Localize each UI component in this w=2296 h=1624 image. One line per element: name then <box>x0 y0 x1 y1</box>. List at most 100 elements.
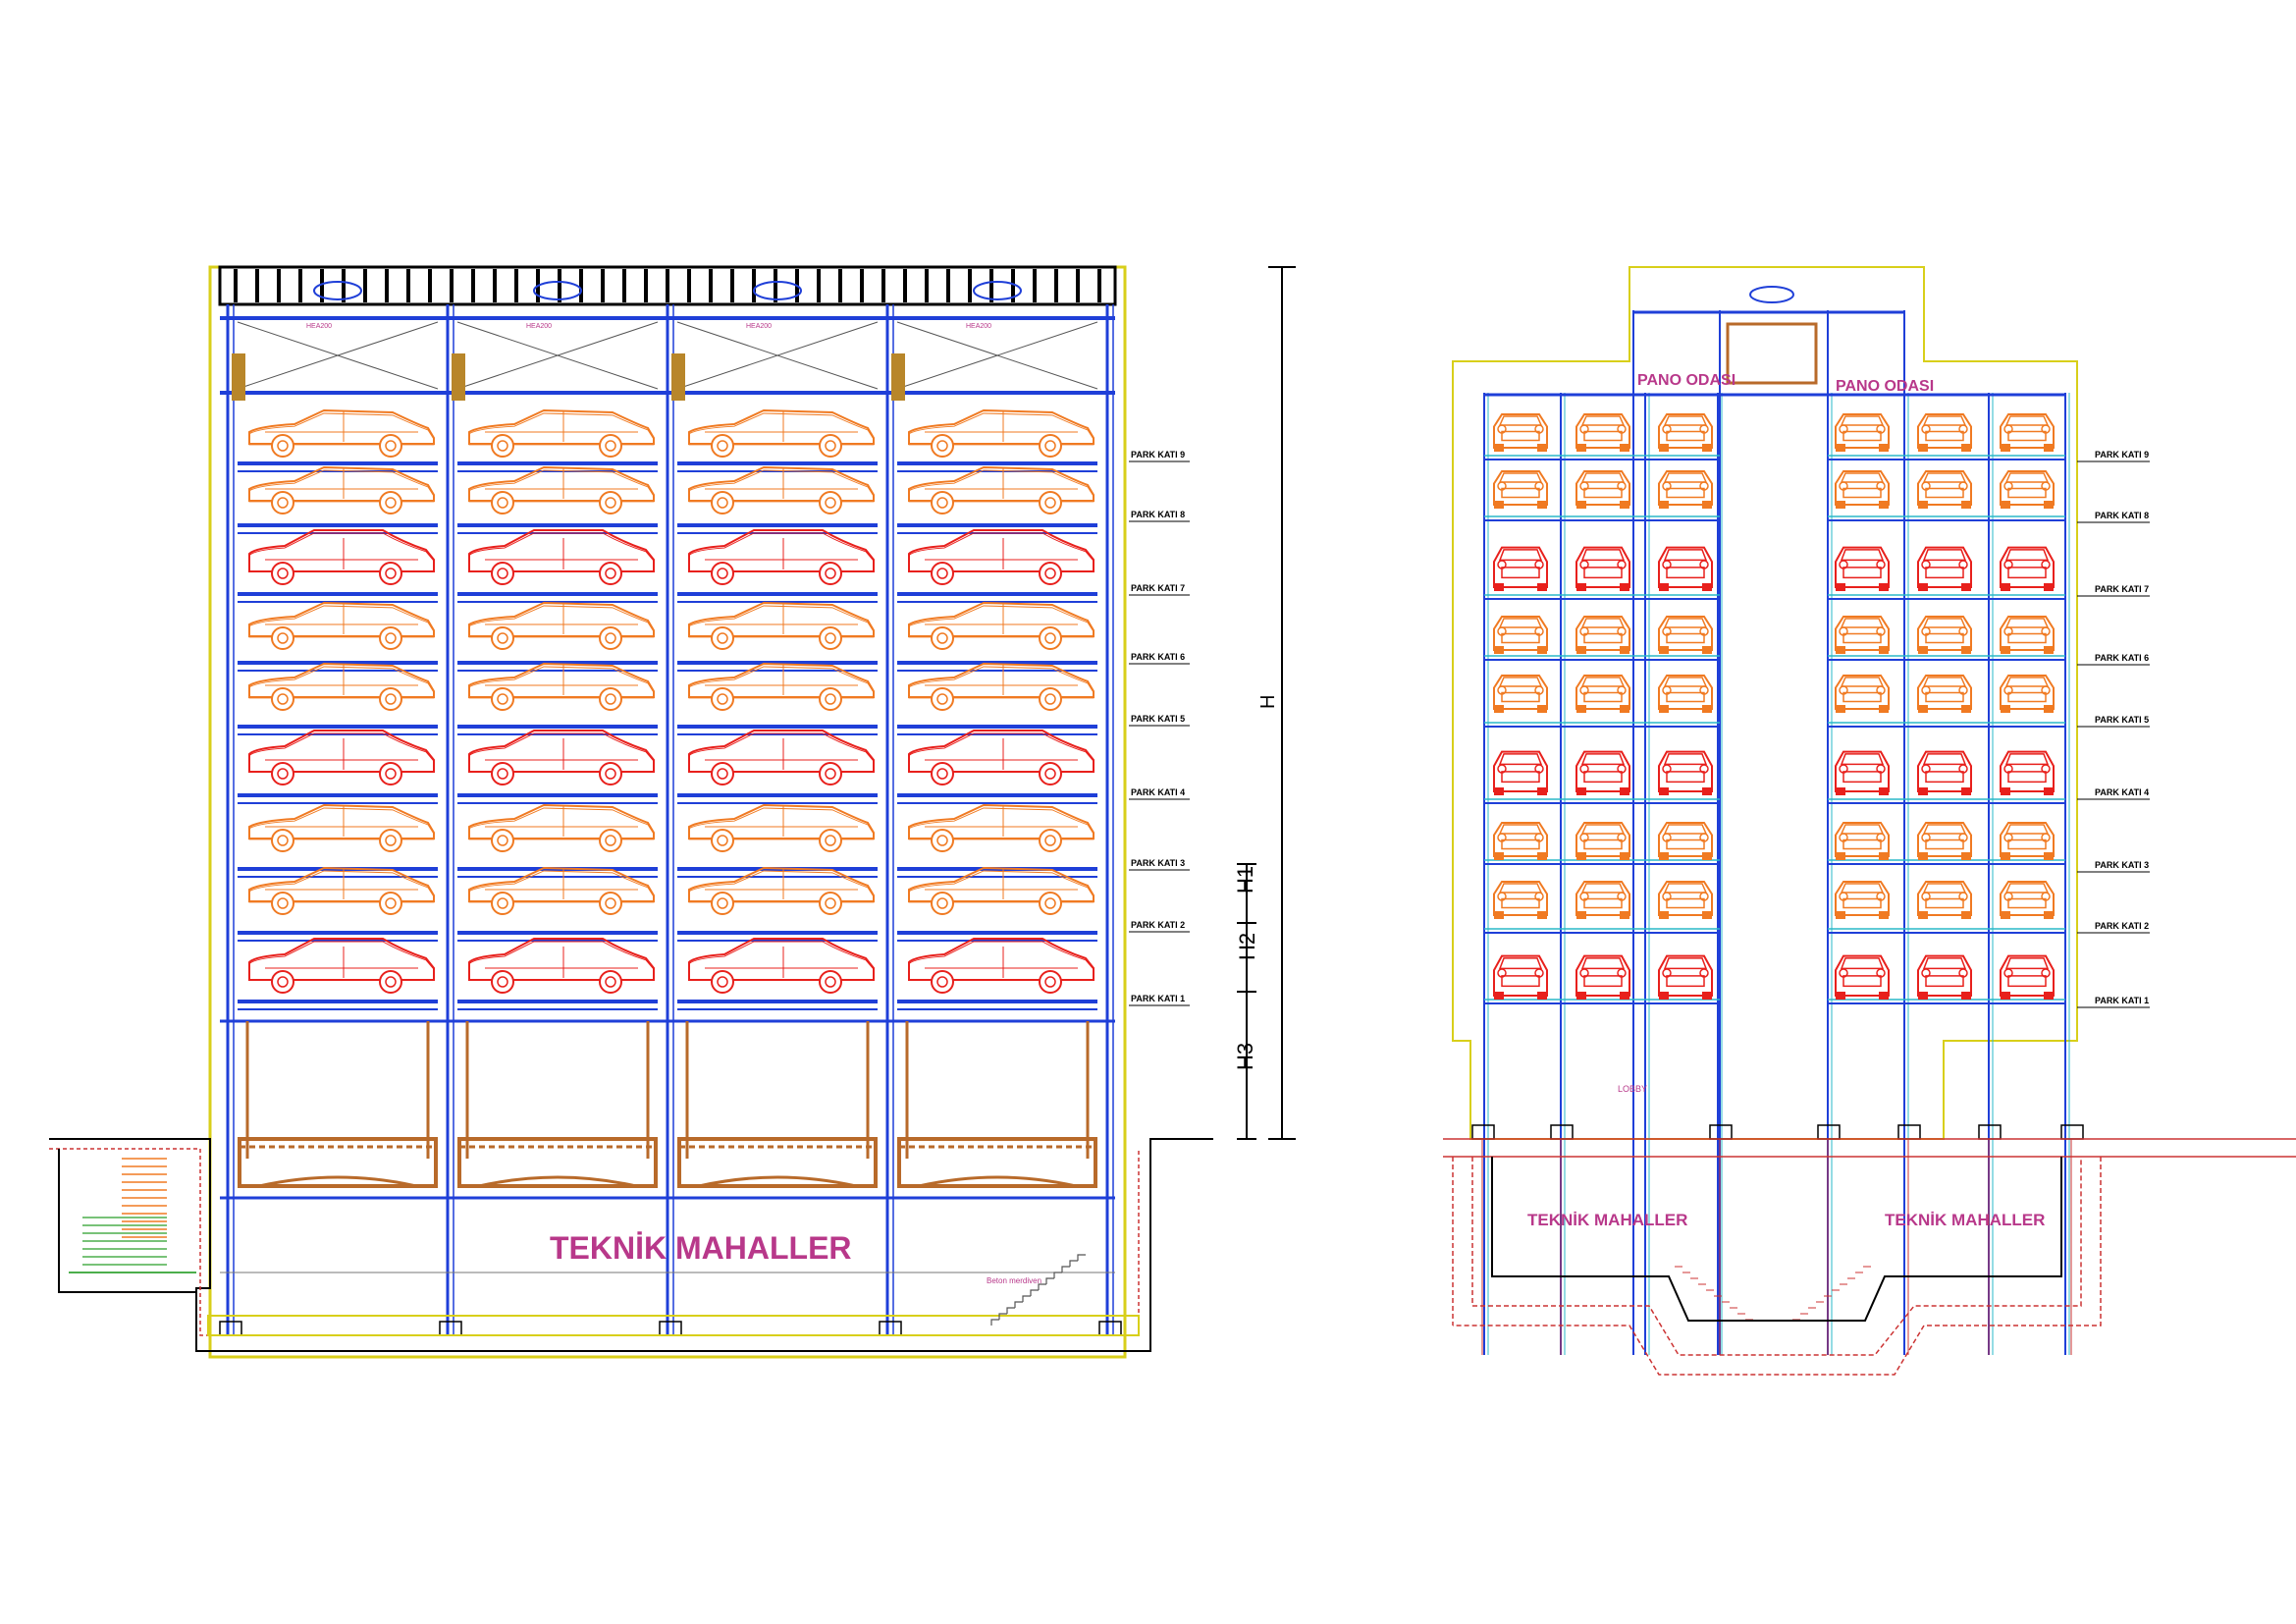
tire <box>1659 583 1669 591</box>
car-body-line <box>468 807 655 840</box>
floor-label: PARK KATI 3 <box>1131 858 1185 868</box>
car-wheel <box>491 762 514 785</box>
car-hub <box>936 897 948 909</box>
car-hub <box>277 976 289 988</box>
grille <box>1666 632 1705 644</box>
headlight <box>1579 424 1589 434</box>
tire <box>2001 583 2010 591</box>
car-front <box>1917 881 1972 919</box>
headlight <box>1579 968 1589 978</box>
left-basement <box>49 1138 1213 1352</box>
headlight <box>1958 424 1968 434</box>
car-hub <box>605 835 616 846</box>
headlight <box>1876 968 1886 978</box>
headlight <box>2041 481 2051 491</box>
grille <box>1842 632 1882 644</box>
windshield <box>2004 883 2050 893</box>
windshield <box>1663 883 1708 893</box>
headlight <box>1617 833 1627 842</box>
headlight <box>2003 833 2013 842</box>
tire <box>1620 583 1629 591</box>
grille <box>1583 487 1623 499</box>
windshield <box>2004 549 2050 562</box>
car-wheel <box>271 829 294 852</box>
car-body <box>468 730 655 773</box>
headlight <box>1839 764 1848 774</box>
car-body-line <box>688 870 875 903</box>
headlight <box>1534 685 1544 695</box>
car <box>688 465 875 514</box>
car-body-line <box>908 807 1095 840</box>
car-body-line <box>248 412 435 446</box>
car <box>468 408 655 458</box>
windshield <box>1663 472 1708 483</box>
car <box>248 465 435 514</box>
lift-arm <box>478 1175 637 1188</box>
grille <box>1842 771 1882 784</box>
tire <box>1537 852 1547 860</box>
tire <box>1494 646 1504 654</box>
car-front <box>1575 413 1630 452</box>
car-hub <box>825 693 836 705</box>
windshield <box>1498 677 1543 687</box>
tire <box>1918 992 1928 1000</box>
car-hub <box>936 497 948 509</box>
dim-h3: H3 <box>1233 1043 1257 1070</box>
headlight <box>1662 481 1672 491</box>
headlight <box>1617 685 1627 695</box>
windshield <box>1498 549 1543 562</box>
car-wheel <box>931 892 954 915</box>
car-hub <box>277 897 289 909</box>
car-front <box>2000 954 2055 1000</box>
car-body-line <box>908 870 1095 903</box>
car <box>468 803 655 852</box>
headlight <box>2003 626 2013 636</box>
car-hub <box>277 835 289 846</box>
grille <box>2007 771 2047 784</box>
car-wheel <box>711 829 734 852</box>
grille <box>1842 975 1882 988</box>
car-wheel <box>599 829 622 852</box>
headlight <box>1839 424 1848 434</box>
car-body-line <box>248 469 435 503</box>
dim-h: H <box>1257 695 1279 709</box>
car-body-line <box>688 469 875 503</box>
car-front <box>1575 546 1630 591</box>
car-front <box>1493 675 1548 713</box>
tire <box>1576 583 1586 591</box>
windshield <box>1922 472 1967 483</box>
stair-step <box>1053 1272 1062 1278</box>
car-body-line <box>688 532 875 572</box>
floor-label: PARK KATI 1 <box>2095 996 2149 1005</box>
tire <box>1836 911 1845 919</box>
tire <box>1918 501 1928 509</box>
grille <box>1583 771 1623 784</box>
car <box>248 529 435 585</box>
headlight <box>1921 685 1931 695</box>
car-hub <box>825 976 836 988</box>
headlight <box>1662 764 1672 774</box>
grille <box>1666 897 1705 909</box>
tire <box>1702 583 1712 591</box>
grille <box>1583 430 1623 442</box>
car-front <box>1658 881 1713 919</box>
grille <box>1666 430 1705 442</box>
car-body <box>908 465 1095 502</box>
car <box>248 938 435 994</box>
grille <box>1501 430 1540 442</box>
car-hub <box>717 897 728 909</box>
headlight <box>1839 481 1848 491</box>
windshield <box>1840 549 1885 562</box>
windshield <box>1580 415 1626 426</box>
car-wheel <box>711 762 734 785</box>
car-hub <box>605 897 616 909</box>
car-body <box>688 465 875 502</box>
car-front <box>1917 413 1972 452</box>
windshield <box>1580 618 1626 628</box>
headlight <box>2041 833 2051 842</box>
grille <box>1501 567 1540 579</box>
car-hub <box>717 440 728 452</box>
car-body-line <box>908 412 1095 446</box>
car-hub <box>1044 632 1056 644</box>
windshield <box>1498 957 1543 970</box>
